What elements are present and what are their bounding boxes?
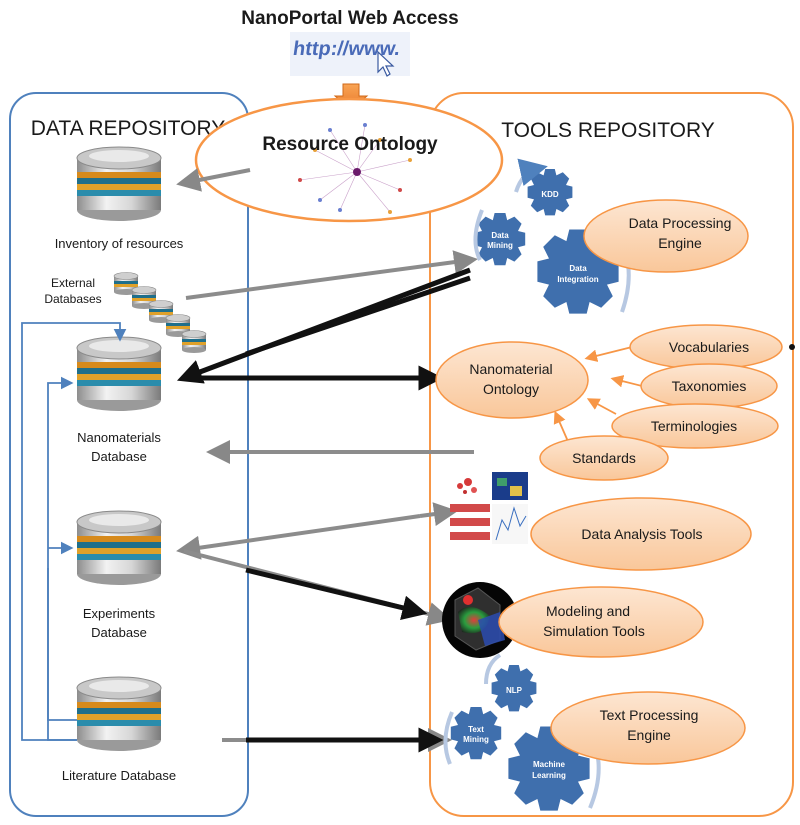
terminologies-node: Terminologies [611,403,779,449]
data-analysis-tools-node: Data Analysis Tools [530,497,752,571]
modeling-label-2: Simulation Tools [543,623,645,639]
gear-text-label-1: Text [468,725,484,734]
text-processing-engine-node: Text Processing Engine [550,691,746,765]
gear-ml-label-1: Machine [533,760,566,769]
inventory-db-icon [76,146,162,222]
blue-connectors [21,322,127,741]
black-arrows [176,267,471,753]
taxonomies-label: Taxonomies [672,378,747,394]
vocabularies-label: Vocabularies [669,339,749,355]
standards-label: Standards [572,450,636,466]
terminologies-label: Terminologies [651,418,737,434]
tpe-label-2: Engine [627,727,671,743]
inventory-label: Inventory of resources [55,236,184,251]
edge-dot [789,344,795,350]
exp-label-2: Database [91,625,147,640]
charts-thumbnail-icon [450,472,528,544]
network-graph-icon [298,123,412,214]
modeling-label-1: Modeling and [546,603,630,619]
gear-integration-label-1: Data [569,264,587,273]
nano-label-2: Database [91,449,147,464]
header-title: NanoPortal Web Access [241,8,459,29]
nanomaterials-db-icon [76,336,162,412]
gear-ml-label-2: Learning [532,771,566,780]
gear-kdd-label: KDD [541,190,559,199]
gear-integration-label-2: Integration [557,275,598,284]
experiments-db-icon [76,510,162,586]
data-repository-panel [9,92,249,817]
data-processing-engine-node: Data Processing Engine [583,199,749,273]
gear-text-label-2: Mining [463,735,489,744]
gear-mining-label-2: Mining [487,241,513,250]
external-label-1: External [51,276,95,290]
data-analysis-label: Data Analysis Tools [581,526,702,542]
resource-ontology-node: Resource Ontology [194,97,504,223]
web-url-icon: http://www. [290,32,410,77]
gear-nlp-label: NLP [506,686,523,695]
molecule-render-icon [442,582,518,658]
ontology-label-2: Ontology [483,381,539,397]
lit-label: Literature Database [62,768,176,783]
modeling-simulation-node: Modeling and Simulation Tools [498,586,704,658]
ontology-label-1: Nanomaterial [469,361,552,377]
standards-node: Standards [539,435,669,481]
dpe-label-1: Data Processing [629,215,732,231]
external-label-2: Databases [44,292,101,306]
url-text: http://www. [292,38,402,60]
nanomaterial-ontology-node: Nanomaterial Ontology [435,341,589,419]
tpe-label-1: Text Processing [600,707,699,723]
exp-label-1: Experiments [83,606,156,621]
vocabularies-node: Vocabularies [629,324,783,370]
tools-repository-title: TOOLS REPOSITORY [501,119,715,142]
gear-mining-label-1: Data [491,231,509,240]
data-repository-title: DATA REPOSITORY [31,117,226,140]
dpe-label-2: Engine [658,235,702,251]
taxonomies-node: Taxonomies [640,363,778,409]
literature-db-icon [76,676,162,752]
resource-ontology-title: Resource Ontology [262,134,438,155]
nano-label-1: Nanomaterials [77,430,161,445]
